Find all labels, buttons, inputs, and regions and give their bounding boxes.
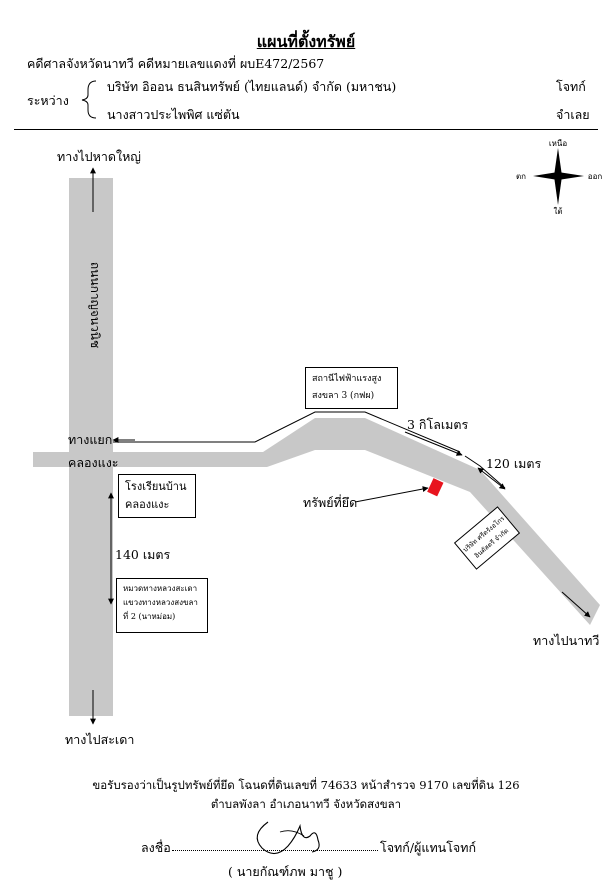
- arrow-seized-property: [354, 486, 429, 503]
- seized-property-marker: [427, 478, 444, 497]
- label-junction-line1: ทางแยก: [68, 432, 113, 447]
- defendant-role: จำเลย: [556, 107, 590, 122]
- road-edge-upper: [113, 411, 461, 453]
- sign-suffix: โจทก์/ผู้แทนโจทก์: [380, 840, 477, 855]
- certify-line-2: ตำบลพังลา อำเภอนาทวี จังหวัดสงขลา: [210, 797, 402, 811]
- label-to-nathawi: ทางไปนาทวี: [533, 633, 600, 648]
- road-name-kanchanavanich: ถนนกาญจนวนิช: [88, 262, 102, 348]
- highway-office-line2: แขวงทางหลวงสงขลา: [123, 598, 198, 607]
- label-to-hatyai: ทางไปหาดใหญ่: [57, 149, 141, 164]
- plaintiff-name: บริษัท อิออน ธนสินทรัพย์ (ไทยแลนด์) จำกั…: [107, 79, 397, 94]
- defendant-name: นางสาวประไพพิศ แซ่ตัน: [107, 107, 240, 122]
- arrow-3km: [404, 431, 463, 456]
- label-distance-140m: 140 เมตร: [115, 547, 171, 562]
- certify-line-1: ขอรับรองว่าเป็นรูปทรัพย์ที่ยึด โฉนดที่ดิ…: [92, 778, 520, 792]
- compass-west-label: ตก: [516, 172, 526, 181]
- substation-line2: สงขลา 3 (กฟผ): [312, 391, 375, 401]
- highway-office-line1: หมวดทางหลวงสะเดา: [123, 584, 198, 593]
- road-vertical-kanchanavanich: [69, 178, 113, 716]
- school-box: โรงเรียนบ้าน คลองแงะ: [118, 474, 196, 518]
- label-to-sadao: ทางไปสะเดา: [65, 732, 135, 747]
- school-label-line2: คลองแงะ: [125, 498, 170, 511]
- case-number-line: คดีศาลจังหวัดนาทวี คดีหมายเลขแดงที่ ผบE4…: [27, 56, 325, 71]
- label-distance-120m: 120 เมตร: [486, 456, 542, 471]
- highway-office-line3: ที่ 2 (นาหม่อม): [123, 612, 176, 621]
- substation-box: สถานีไฟฟ้าแรงสูง สงขลา 3 (กฟผ): [305, 367, 398, 409]
- compass-east-label: ออก: [588, 172, 603, 181]
- school-label-line1: โรงเรียนบ้าน: [125, 480, 187, 493]
- highway-office-box: หมวดทางหลวงสะเดา แขวงทางหลวงสงขลา ที่ 2 …: [116, 578, 208, 633]
- arrow-120m: [477, 467, 506, 490]
- label-junction-line2: คลองแงะ: [68, 455, 119, 470]
- page-title: แผนที่ตั้งทรัพย์: [256, 32, 356, 51]
- signer-name: ( นายกัณฑ์ภพ มาชู ): [228, 864, 343, 879]
- compass-rose: [533, 148, 584, 205]
- party-brace: [81, 80, 97, 119]
- road-horizontal-to-nathawi: [33, 418, 600, 625]
- header-divider: [14, 129, 598, 130]
- compass-south-label: ใต้: [553, 207, 562, 216]
- sign-prefix: ลงชื่อ: [141, 840, 171, 855]
- arrow-to-nathawi: [561, 591, 591, 618]
- signature-line: [172, 850, 378, 851]
- label-distance-3km: 3 กิโลเมตร: [407, 417, 469, 432]
- substation-line1: สถานีไฟฟ้าแรงสูง: [312, 374, 382, 384]
- plaintiff-role: โจทก์: [556, 79, 586, 94]
- between-label: ระหว่าง: [27, 93, 69, 108]
- company-box: บริษัท ศรีตรังอโกร อินดัสตรี จำกัด: [453, 506, 521, 570]
- compass-north-label: เหนือ: [549, 139, 567, 148]
- label-seized-property: ทรัพย์ที่ยึด: [303, 495, 358, 510]
